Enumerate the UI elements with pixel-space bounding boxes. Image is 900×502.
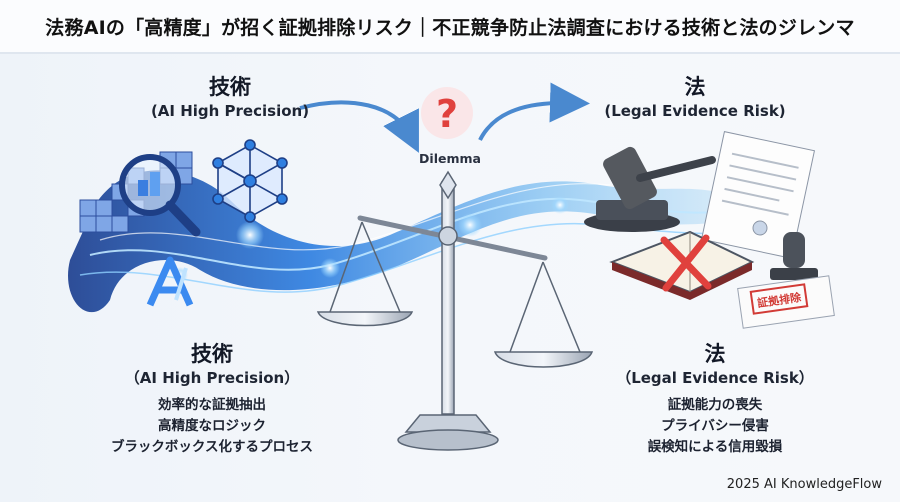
reject-x-icon [660,234,712,292]
list-item: 高精度なロジック [158,418,266,434]
magnifier-icon [119,154,201,237]
gavel-icon [584,146,716,232]
stamp-icon: 証拠排除 [737,232,835,329]
footer-credit: 2025 AI KnowledgeFlow [726,477,882,492]
list-item: ブラックボックス化するプロセス [110,439,314,455]
dilemma-illustration: ? [68,82,835,451]
neural-network-icon [212,139,288,223]
list-item: 効率的な証拠抽出 [158,397,266,413]
page-title: 法務AIの「高精度」が招く証拠排除リスク｜不正競争防止法調査における技術と法のジ… [0,0,900,52]
top-left-label: 技術 (AI High Precision) [150,74,310,122]
ai-logo-icon [146,256,194,307]
top-left-subtitle: (AI High Precision) [150,102,310,120]
bottom-left-panel: 技術 （AI High Precision） 効率的な証拠抽出 高精度なロジック… [92,341,332,458]
question-mark-icon: ? [421,87,473,139]
question-mark-glyph: ? [436,92,458,136]
bottom-right-subtitle: （Legal Evidence Risk） [616,369,814,387]
dilemma-label: Dilemma [419,151,481,166]
scales-of-justice-icon [316,170,594,451]
stamp-label: 証拠排除 [756,290,803,310]
legal-document-icon [700,131,816,259]
top-right-label: 法 (Legal Evidence Risk) [590,74,800,122]
arrow-to-law-icon [478,82,590,141]
top-right-heading: 法 [684,75,706,99]
top-left-heading: 技術 [209,75,251,99]
open-book-icon [609,230,755,300]
bottom-left-subtitle: （AI High Precision） [124,369,300,387]
list-item: 誤検知による信用毀損 [647,439,783,455]
bottom-right-panel: 法 （Legal Evidence Risk） 証拠能力の喪失 プライバシー侵害… [610,341,820,458]
title-divider [0,52,900,54]
bottom-right-heading: 法 [704,342,726,366]
list-item: 証拠能力の喪失 [667,397,763,413]
bottom-left-heading: 技術 [191,342,233,366]
top-right-subtitle: (Legal Evidence Risk) [604,102,786,120]
arrow-to-dilemma-icon [299,100,419,153]
list-item: プライバシー侵害 [661,418,769,434]
